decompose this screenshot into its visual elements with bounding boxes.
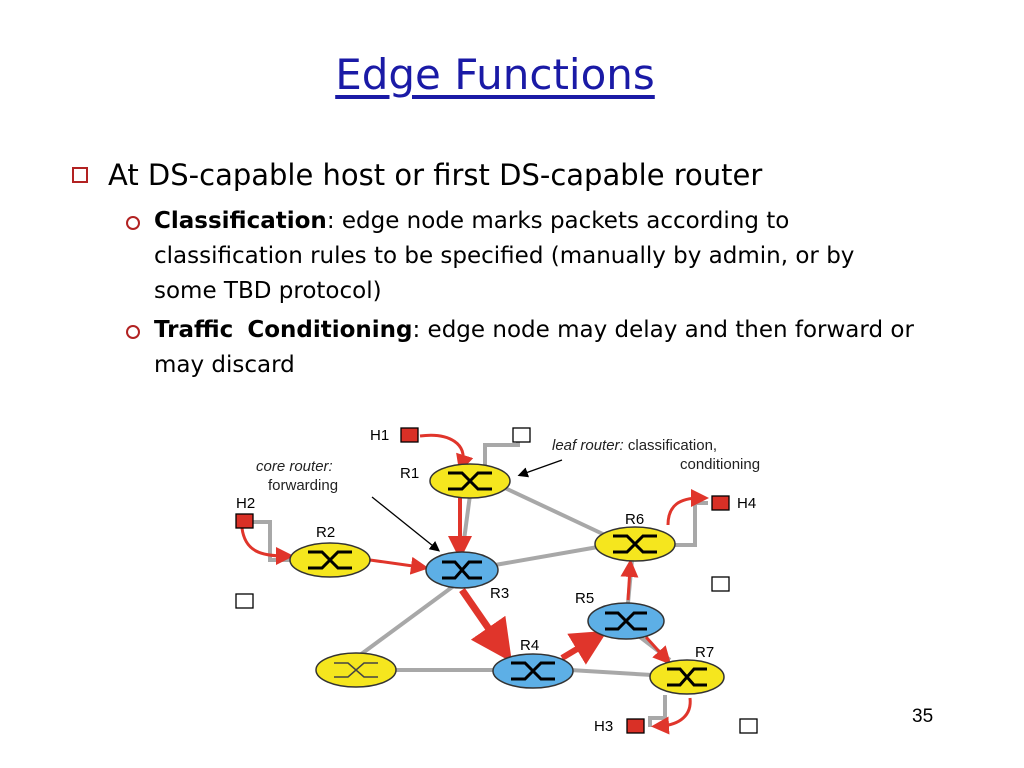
label-r5: R5 bbox=[575, 590, 594, 607]
flow-h1-r1 bbox=[419, 433, 474, 473]
router-r2 bbox=[289, 542, 371, 578]
router-icon bbox=[442, 560, 482, 580]
label-r6: R6 bbox=[625, 511, 644, 528]
router-icon bbox=[511, 661, 555, 681]
flow-r2-r3 bbox=[369, 556, 429, 575]
router-r4 bbox=[492, 653, 574, 689]
label-r2: R2 bbox=[316, 524, 335, 541]
router-icon bbox=[667, 667, 707, 687]
flow-arrows bbox=[240, 433, 709, 735]
router-r6 bbox=[594, 526, 676, 562]
router-r1 bbox=[429, 463, 511, 499]
host-h4 bbox=[711, 495, 730, 511]
label-h2: H2 bbox=[236, 495, 255, 512]
router-r3 bbox=[425, 551, 499, 589]
circle-bullet-icon bbox=[126, 325, 140, 339]
link-r3-r6 bbox=[494, 545, 599, 567]
link-r7-hosts bbox=[648, 695, 667, 727]
host-bottom-empty bbox=[739, 718, 758, 734]
host-right-empty bbox=[711, 576, 730, 592]
bullet-main-text: At DS-capable host or first DS-capable r… bbox=[108, 158, 763, 192]
link-r1-r6 bbox=[504, 486, 606, 537]
annotation-core-desc: forwarding bbox=[268, 477, 338, 494]
label-h1: H1 bbox=[370, 427, 389, 444]
slide-title: Edge Functions bbox=[335, 50, 655, 99]
router-icon bbox=[448, 471, 492, 491]
classification-text: : edge node marks packets according to c… bbox=[154, 208, 855, 304]
host-left-empty bbox=[235, 593, 254, 609]
leaf-router-desc1: classification, bbox=[624, 437, 717, 454]
link-r6-hosts bbox=[670, 501, 708, 547]
router-icon bbox=[308, 550, 352, 570]
traffic-conditioning-term: Traffic Conditioning bbox=[154, 317, 413, 343]
router-r5 bbox=[587, 602, 665, 640]
square-bullet-icon bbox=[72, 167, 88, 183]
flow-r5-r6 bbox=[620, 559, 639, 601]
label-h3: H3 bbox=[594, 718, 613, 735]
label-r7: R7 bbox=[695, 644, 714, 661]
label-h4: H4 bbox=[737, 495, 756, 512]
label-r1: R1 bbox=[400, 465, 419, 482]
host-top-empty bbox=[512, 427, 531, 443]
link-r4-r7 bbox=[569, 668, 653, 677]
flow-r6-h4 bbox=[666, 489, 709, 526]
link-r3-ry bbox=[358, 583, 457, 657]
router-r7 bbox=[649, 659, 725, 695]
classification-term: Classification bbox=[154, 208, 327, 234]
traffic-conditioning-text: : edge node may delay and then forward o… bbox=[154, 317, 914, 378]
router-icon bbox=[605, 611, 647, 631]
link-r1-r3 bbox=[460, 494, 472, 556]
core-router-pointer bbox=[371, 496, 441, 552]
label-r3: R3 bbox=[490, 585, 509, 602]
annotation-leaf-router: leaf router: classification, bbox=[552, 437, 717, 454]
leaf-router-pointer bbox=[517, 459, 563, 478]
page-number: 35 bbox=[912, 706, 934, 727]
flow-r5-r7 bbox=[644, 635, 672, 665]
router-unlabeled bbox=[315, 652, 397, 688]
flow-h2-r2 bbox=[240, 527, 294, 565]
flow-r4-r5 bbox=[560, 630, 608, 665]
label-r4: R4 bbox=[520, 637, 539, 654]
flow-r7-h3 bbox=[651, 697, 692, 735]
host-h2 bbox=[235, 513, 254, 529]
annotation-core-router: core router: bbox=[256, 458, 333, 475]
router-icon bbox=[334, 662, 378, 678]
host-h1 bbox=[400, 427, 419, 443]
circle-bullet-icon bbox=[126, 216, 140, 230]
router-icon bbox=[613, 534, 657, 554]
annotation-leaf-desc2: conditioning bbox=[680, 456, 760, 473]
flow-r3-r4 bbox=[459, 588, 512, 663]
host-h3 bbox=[626, 718, 645, 734]
hosts bbox=[235, 427, 758, 734]
leaf-router-label: leaf router: bbox=[552, 437, 624, 454]
core-router-label: core router: bbox=[256, 458, 333, 475]
